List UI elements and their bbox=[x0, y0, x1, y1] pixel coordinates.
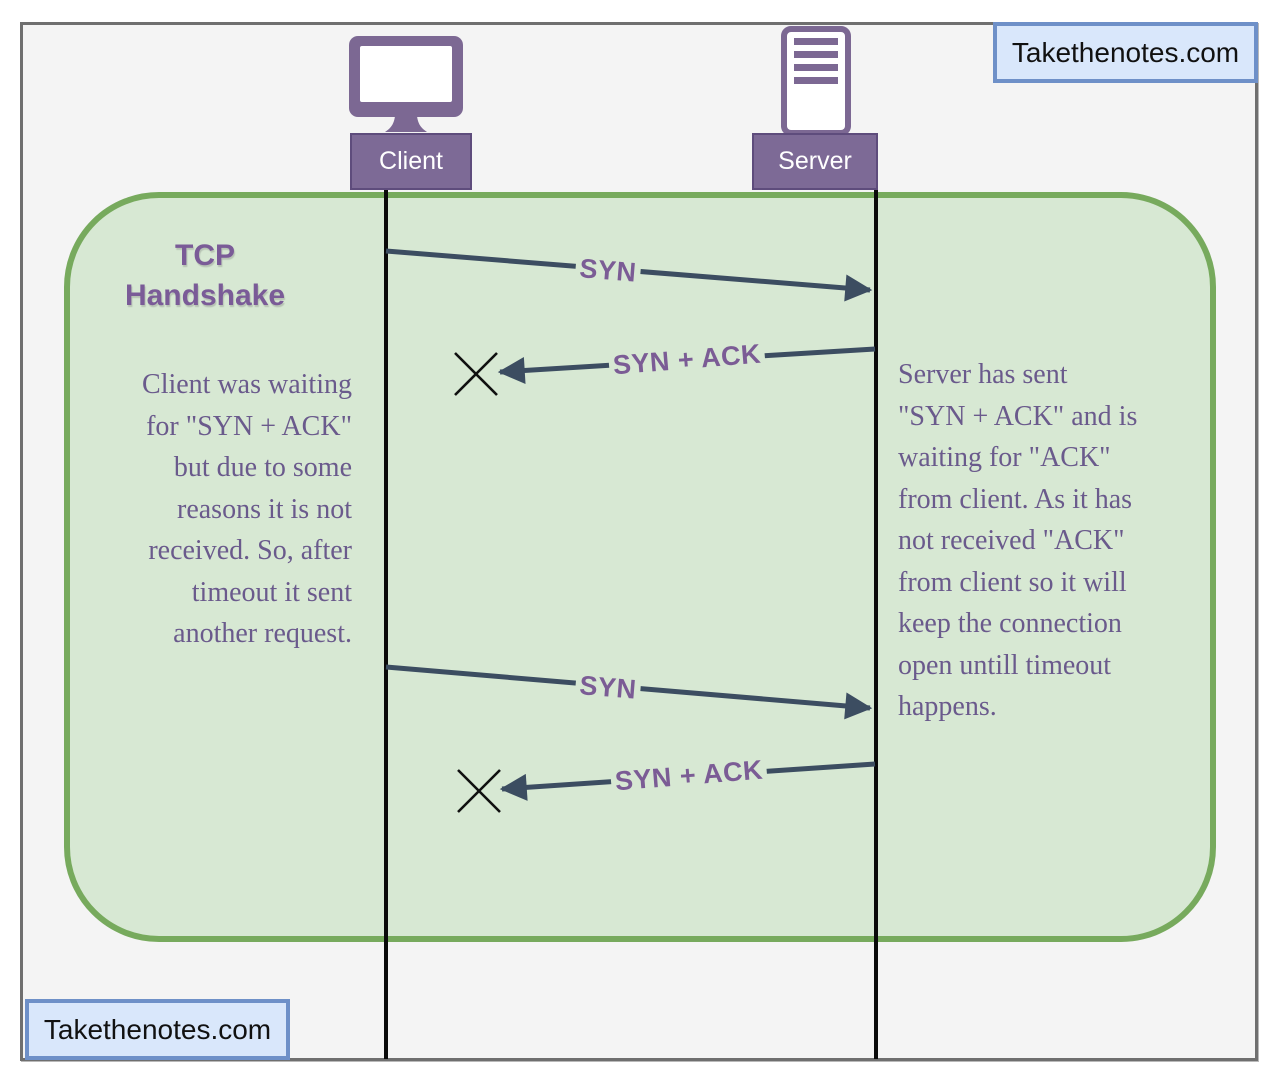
watermark-text: Takethenotes.com bbox=[1011, 36, 1240, 68]
server-note: Server has sent "SYN + ACK" and is waiti… bbox=[898, 359, 1138, 722]
client-actor-label: Client bbox=[379, 147, 443, 175]
message-label-syn-2: SYN bbox=[574, 669, 642, 707]
diagram-title: TCP Handshake bbox=[124, 239, 286, 312]
server-tower-icon bbox=[781, 26, 851, 136]
client-actor-box: Client bbox=[350, 133, 472, 190]
client-lifeline bbox=[384, 190, 388, 1059]
sequence-panel bbox=[64, 192, 1216, 942]
watermark-badge-bottom-left: Takethenotes.com bbox=[25, 999, 290, 1060]
desktop-monitor-icon bbox=[349, 36, 463, 132]
server-actor-label: Server bbox=[778, 147, 852, 175]
server-lifeline bbox=[874, 190, 878, 1059]
watermark-text: Takethenotes.com bbox=[43, 1013, 272, 1045]
message-label-syn-1: SYN bbox=[574, 252, 642, 290]
watermark-badge-top-right: Takethenotes.com bbox=[993, 22, 1258, 83]
client-note: Client was waiting for "SYN + ACK" but d… bbox=[142, 369, 352, 649]
server-actor-box: Server bbox=[752, 133, 878, 190]
